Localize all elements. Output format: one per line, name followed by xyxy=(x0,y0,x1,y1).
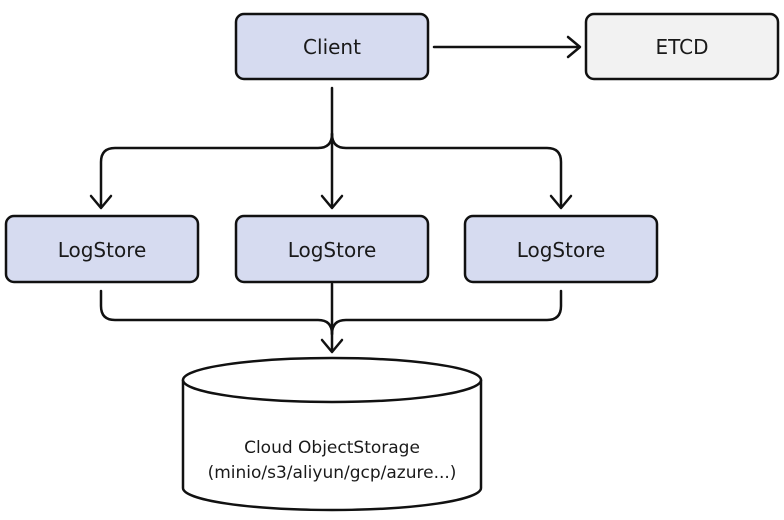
logstore-box-3 xyxy=(463,214,659,284)
arrowhead-etcd xyxy=(566,35,582,59)
arrowhead-storage xyxy=(320,338,344,354)
arrowhead-logstore-1 xyxy=(89,194,113,210)
edge-logstore-1-storage xyxy=(99,289,334,336)
logstore-box-2 xyxy=(234,214,430,284)
storage-label-line1: Cloud ObjectStorage xyxy=(244,438,420,458)
client-label: Client xyxy=(303,35,361,59)
etcd-node: ETCD xyxy=(584,12,780,81)
arrowhead-logstore-3 xyxy=(549,194,573,210)
edge-logstore-3-storage xyxy=(330,289,563,336)
logstore-label-3: LogStore xyxy=(517,238,606,262)
cylinder-top xyxy=(181,356,483,404)
client-node: Client xyxy=(234,12,430,81)
storage-label-line2: (minio/s3/aliyun/gcp/azure...) xyxy=(208,463,457,483)
arrowhead-logstore-2 xyxy=(320,194,344,210)
edge-client-logstore-3 xyxy=(330,132,563,208)
logstore-node-3: LogStore xyxy=(463,214,659,284)
logstore-node-2: LogStore xyxy=(234,214,430,284)
cylinder-body xyxy=(181,380,483,512)
logstore-box-1 xyxy=(4,214,200,284)
logstore-label-1: LogStore xyxy=(58,238,147,262)
logstore-label-2: LogStore xyxy=(288,238,377,262)
storage-cylinder: Cloud ObjectStorage (minio/s3/aliyun/gcp… xyxy=(181,356,483,512)
edges xyxy=(89,35,582,354)
etcd-box xyxy=(584,12,780,81)
etcd-label: ETCD xyxy=(655,35,708,59)
edge-client-logstore-1 xyxy=(99,132,334,208)
logstore-node-1: LogStore xyxy=(4,214,200,284)
client-box xyxy=(234,12,430,81)
